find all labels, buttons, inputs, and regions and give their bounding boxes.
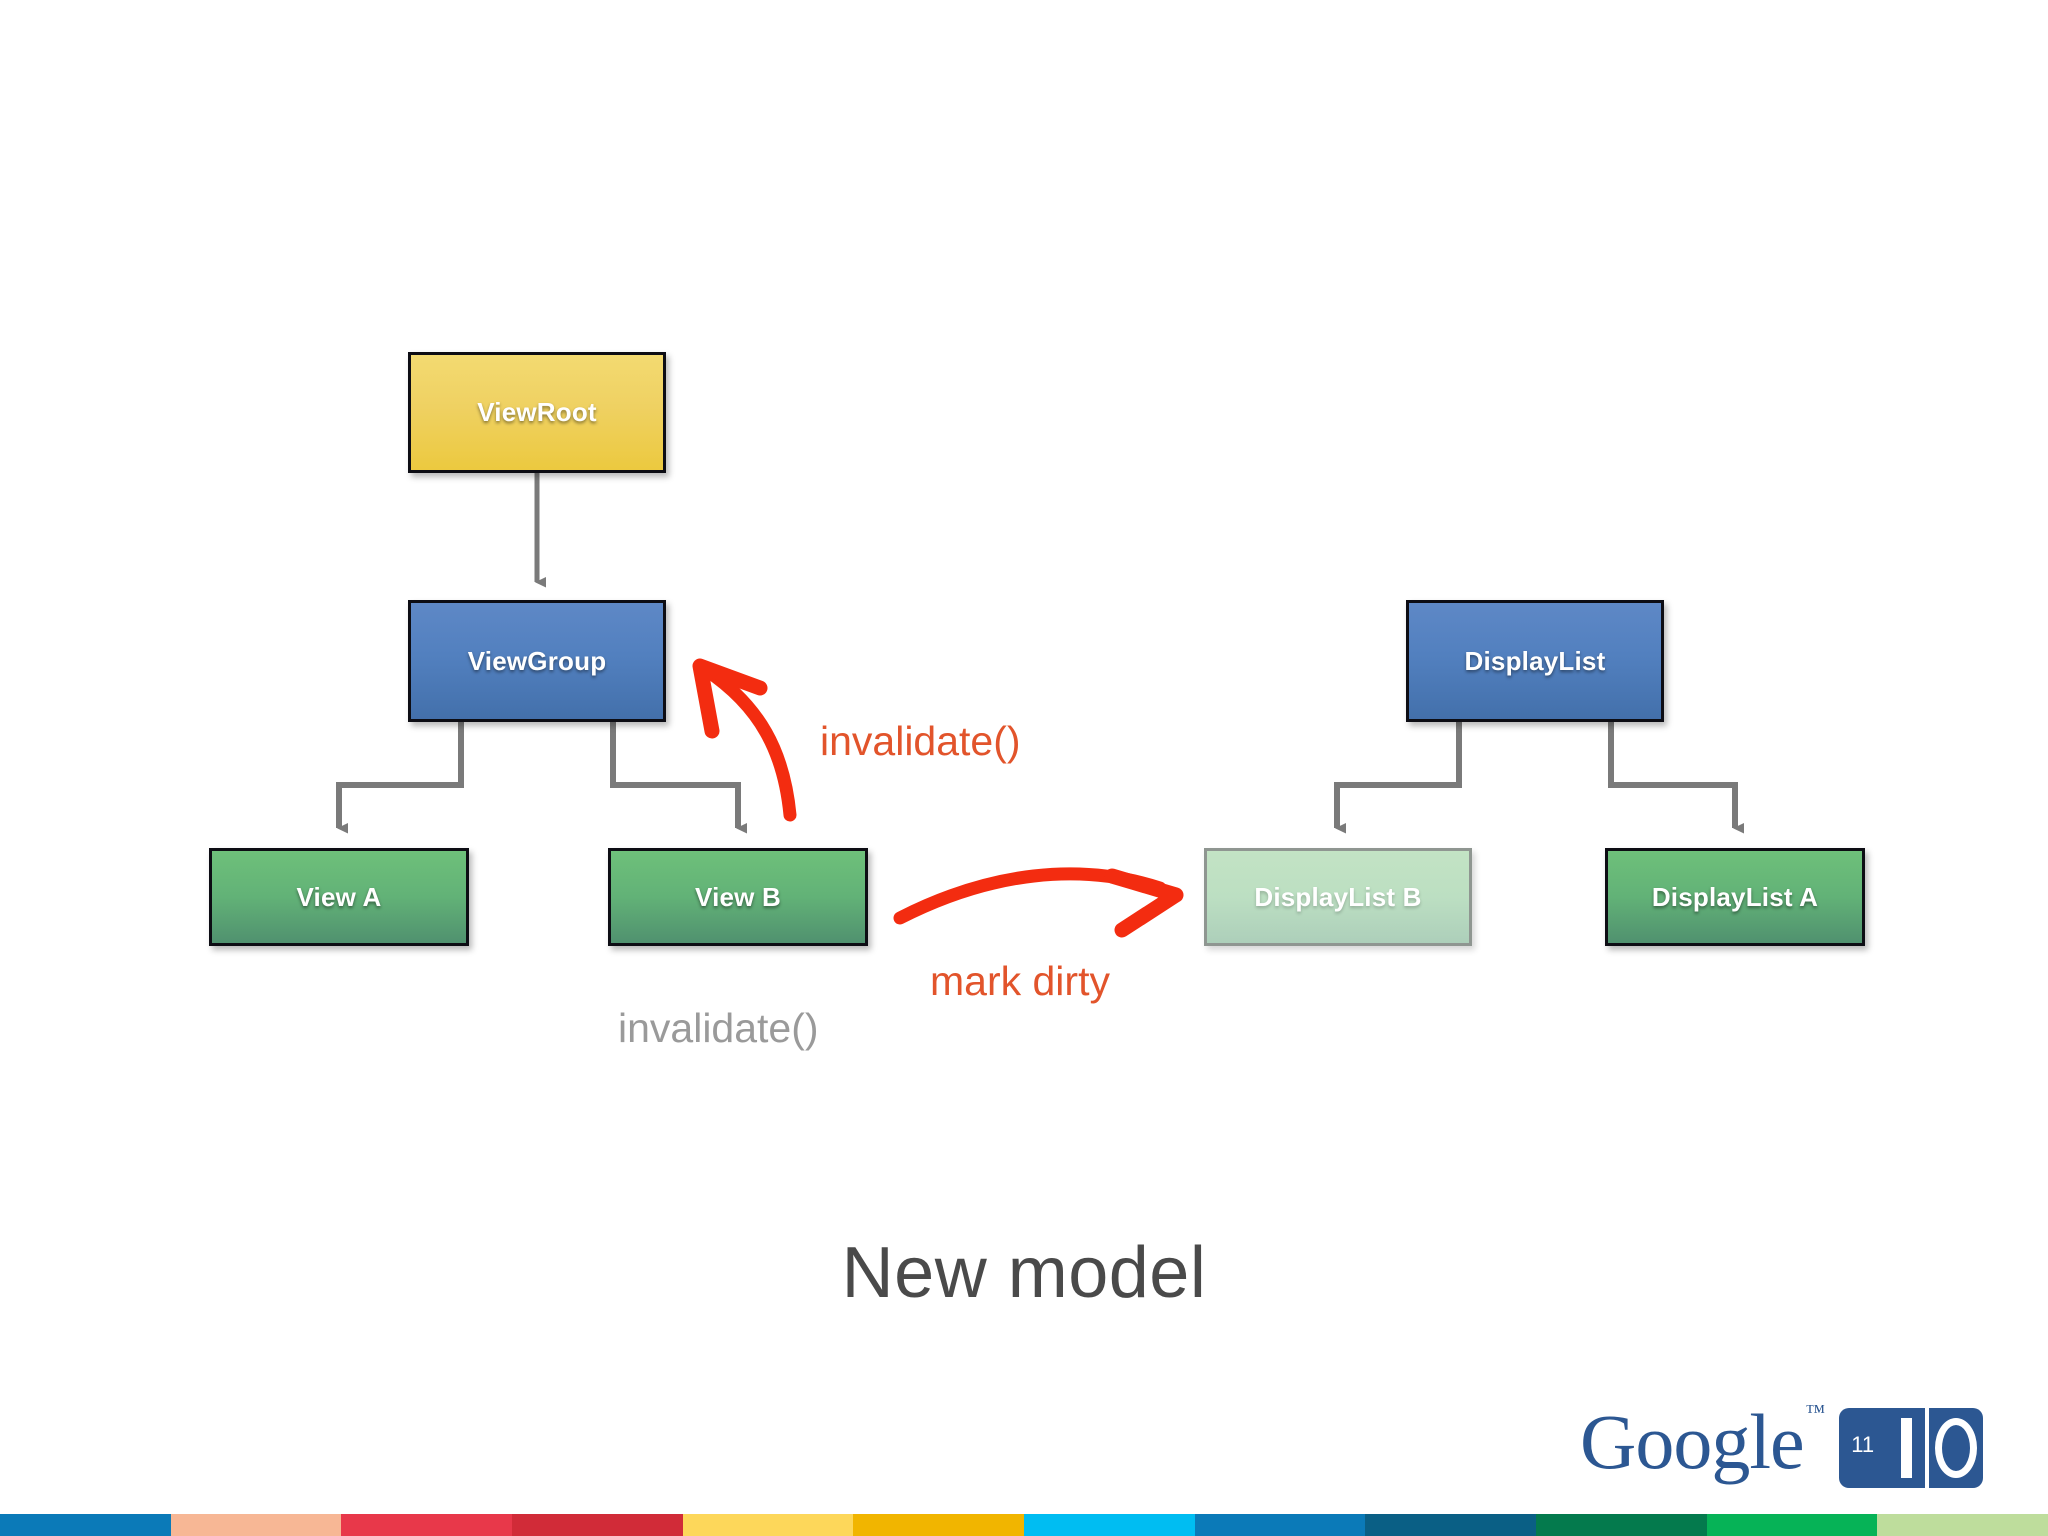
node-view-a[interactable]: View A	[209, 848, 469, 946]
colorbar-segment	[1877, 1514, 2048, 1536]
colorbar-segment	[1365, 1514, 1537, 1536]
edge-displaylist-to-displaylistb	[1334, 722, 1462, 834]
node-display-list-a-label: DisplayList A	[1651, 881, 1819, 912]
colorbar-segment	[0, 1514, 171, 1536]
edge-invalidate-curve	[692, 658, 797, 822]
slide-title: New model	[841, 1233, 1207, 1313]
colorbar-segment	[170, 1514, 342, 1536]
annotation-invalidate-grey: invalidate()	[618, 1005, 819, 1051]
node-display-list[interactable]: DisplayList	[1406, 600, 1664, 722]
slide-page-number: 11	[1851, 1432, 1875, 1457]
node-view-root-label: ViewRoot	[477, 397, 597, 427]
annotation-invalidate-red: invalidate()	[820, 718, 1021, 764]
node-display-list-label: DisplayList	[1464, 645, 1606, 676]
node-view-b[interactable]: View B	[608, 848, 868, 946]
google-wordmark: Google	[1580, 1398, 1805, 1485]
colorbar-segment	[1706, 1514, 1878, 1536]
io-letter-i-icon	[1901, 1418, 1913, 1478]
annotation-mark-dirty: mark dirty	[930, 958, 1110, 1004]
colorbar-segment	[682, 1514, 854, 1536]
colorbar-segment	[341, 1514, 513, 1536]
node-view-group-label: ViewGroup	[467, 645, 607, 676]
node-view-b-label: View B	[695, 881, 781, 912]
edge-viewgroup-to-viewb	[610, 722, 747, 834]
edge-displaylist-to-displaylista	[1608, 722, 1744, 834]
io-badge-icon: 11	[1839, 1408, 1984, 1488]
node-view-a-label: View A	[296, 881, 382, 912]
io-letter-o-icon	[1935, 1418, 1978, 1478]
colorbar-segment	[1024, 1514, 1195, 1536]
node-display-list-a[interactable]: DisplayList A	[1605, 848, 1865, 946]
node-display-list-b-label: DisplayList B	[1254, 881, 1422, 912]
edge-viewgroup-to-viewa	[336, 722, 464, 834]
colorbar-segment	[1194, 1514, 1366, 1536]
trademark-symbol: ™	[1805, 1400, 1826, 1423]
colorbar-segment	[512, 1514, 683, 1536]
edge-mark-dirty-curve	[893, 867, 1184, 938]
colorbar-segment	[1536, 1514, 1707, 1536]
bottom-color-bar	[0, 1514, 2048, 1536]
node-view-group[interactable]: ViewGroup	[408, 600, 666, 722]
colorbar-segment	[853, 1514, 1025, 1536]
google-io-logo: Google ™ 11	[1580, 1398, 1984, 1494]
node-view-root[interactable]: ViewRoot	[408, 352, 666, 473]
node-display-list-b[interactable]: DisplayList B	[1204, 848, 1472, 946]
